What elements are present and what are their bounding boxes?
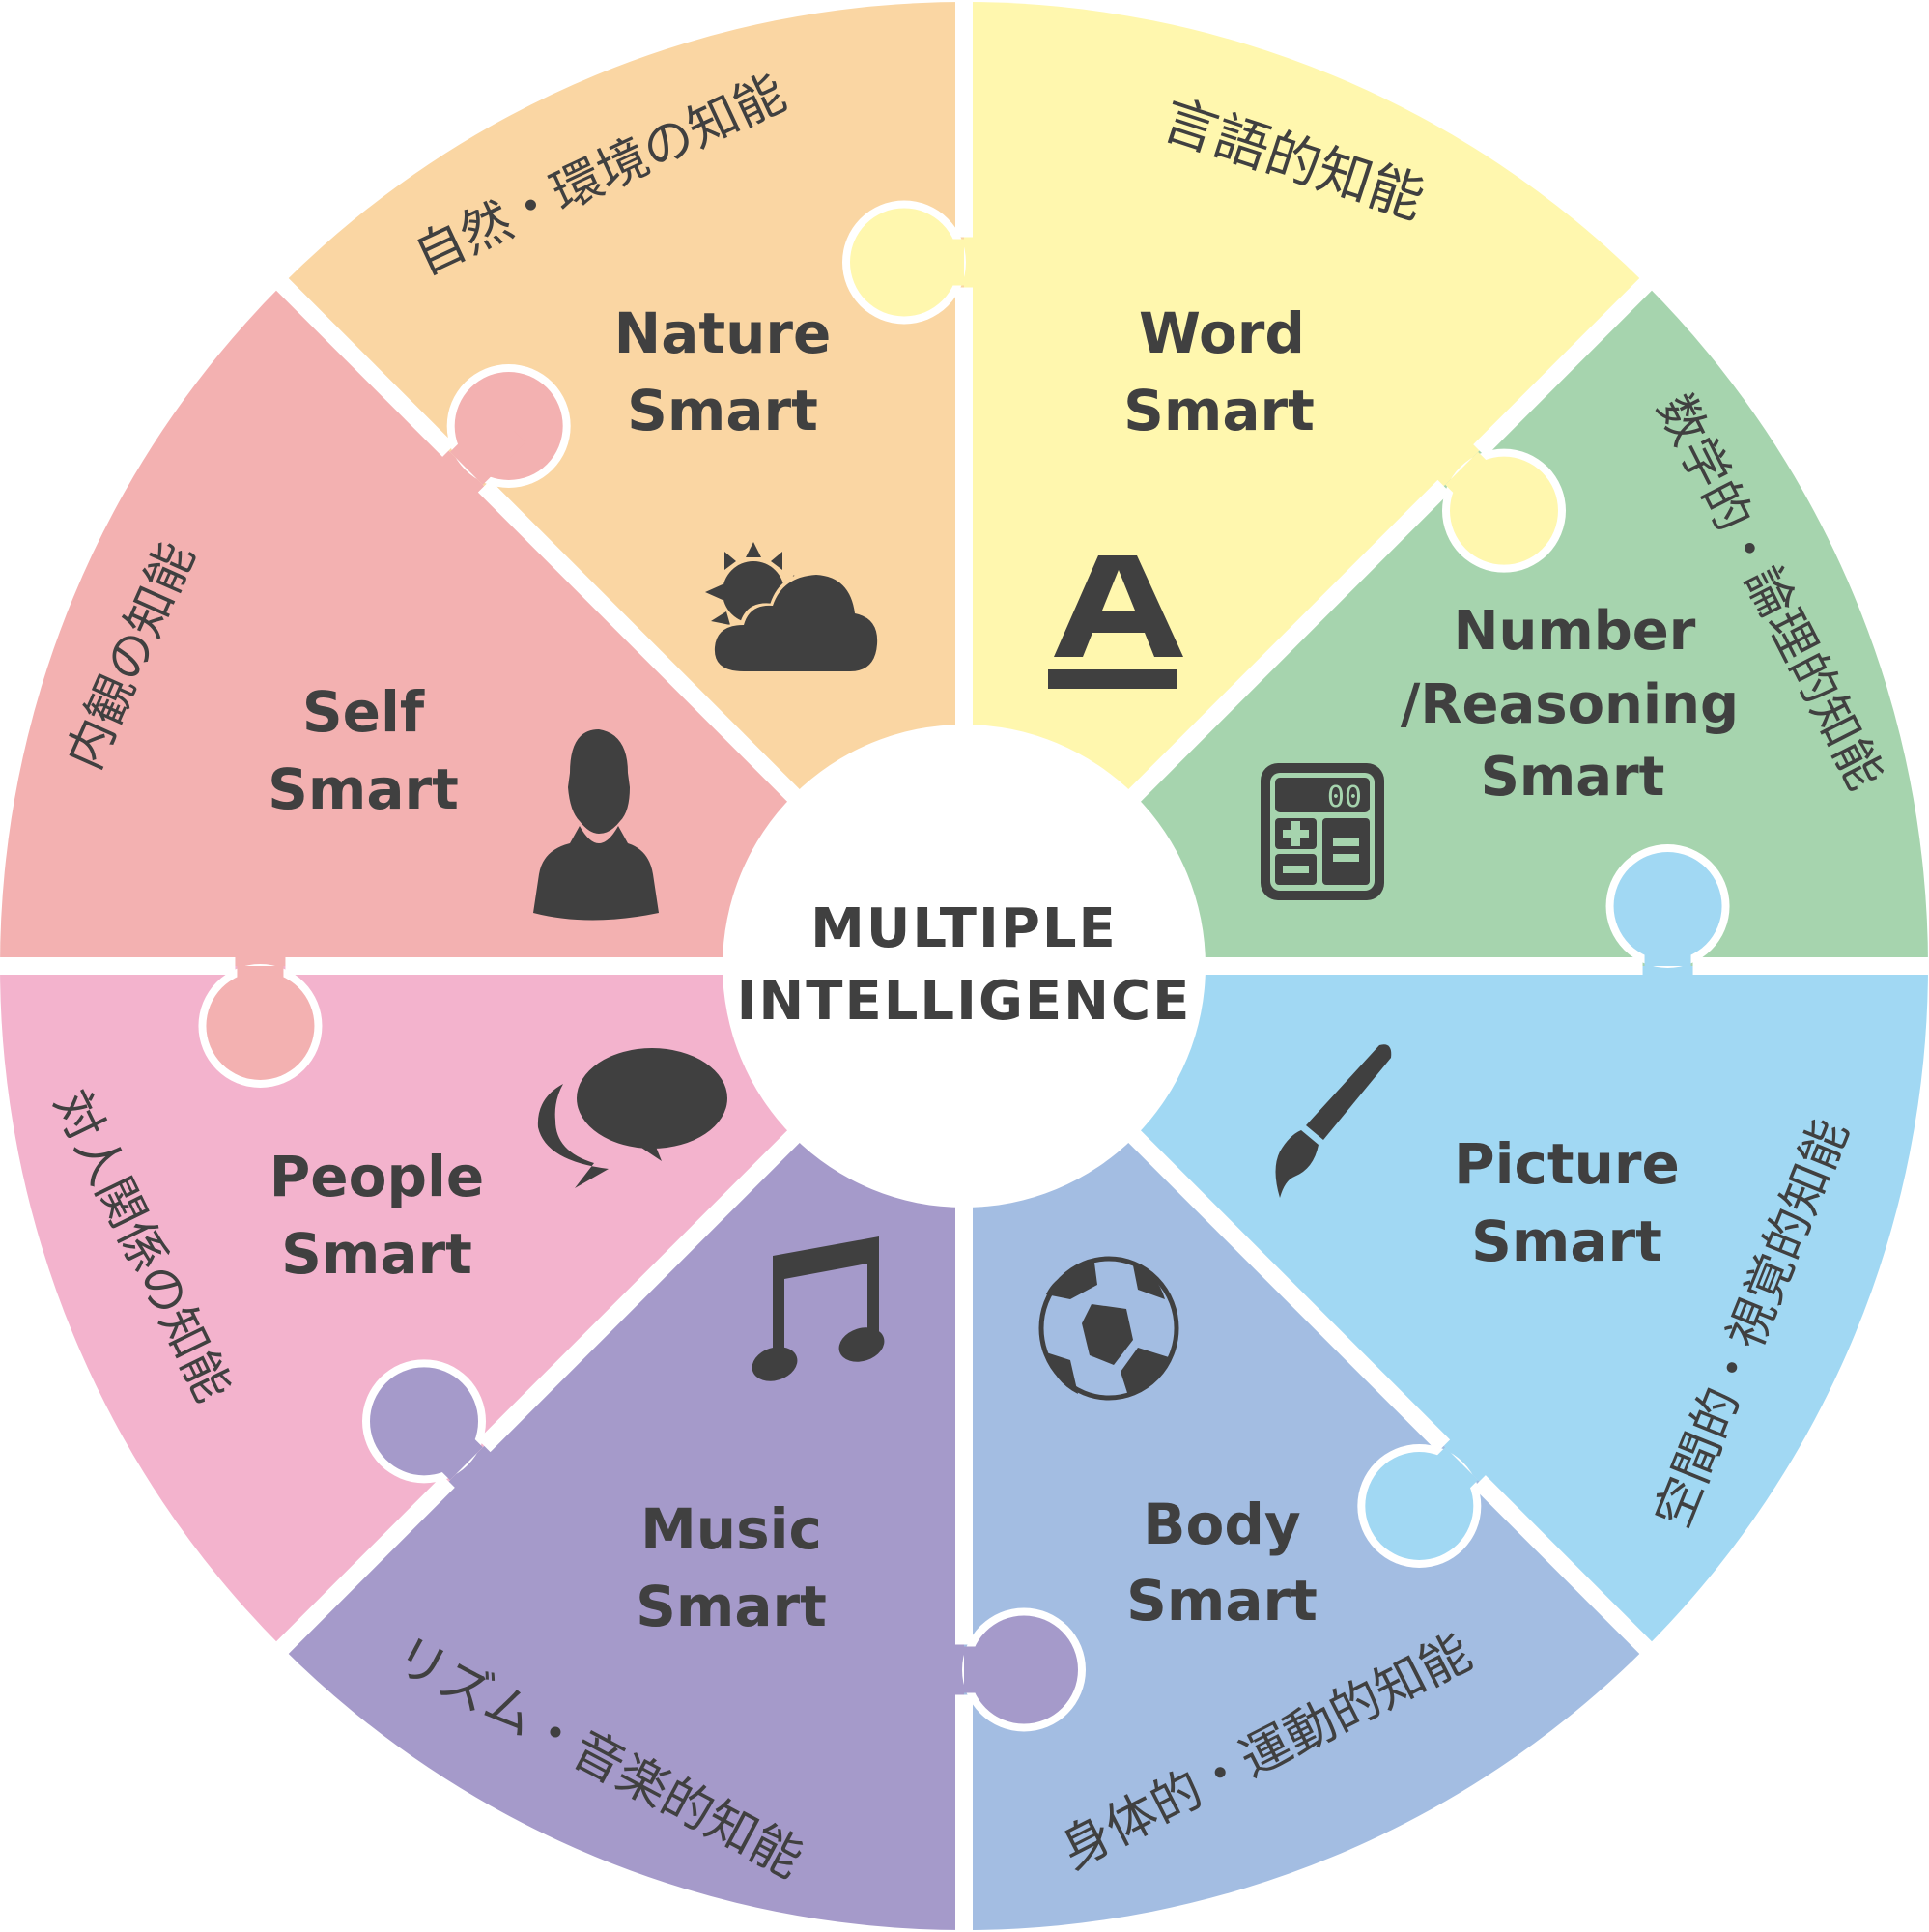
segment-body[interactable]: Body Smart bbox=[1126, 1492, 1318, 1634]
segment-wedge-self bbox=[0, 284, 964, 966]
number-title-line2: /Reasoning bbox=[1401, 673, 1739, 736]
segment-self[interactable]: Self Smart bbox=[268, 679, 459, 822]
segment-divider bbox=[273, 275, 455, 457]
segment-wedge-nature bbox=[282, 2, 964, 966]
music-title-line2: Smart bbox=[636, 1574, 827, 1639]
segment-divider bbox=[1473, 1475, 1655, 1657]
puzzle-tab-neck bbox=[1445, 451, 1520, 527]
speech-bubbles-icon bbox=[537, 1048, 727, 1188]
segment-picture[interactable]: Picture Smart bbox=[1454, 1131, 1680, 1274]
self-title-line1: Self bbox=[302, 679, 425, 745]
nature-title-line2: Smart bbox=[627, 378, 818, 443]
puzzle-tab-neck bbox=[408, 1405, 483, 1481]
body-title-line2: Smart bbox=[1126, 1568, 1318, 1634]
segment-word[interactable]: Word Smart bbox=[1123, 300, 1315, 443]
word-title-line2: Smart bbox=[1123, 378, 1315, 443]
center-hub bbox=[723, 724, 1206, 1208]
segment-people[interactable]: People Smart bbox=[269, 1144, 484, 1287]
puzzle-tab-neck bbox=[449, 410, 525, 485]
music-note-icon bbox=[752, 1236, 885, 1381]
sun-cloud-icon bbox=[705, 542, 881, 672]
puzzle-tabs-layer bbox=[198, 200, 1730, 1732]
puzzle-tab-neck bbox=[1403, 1447, 1479, 1522]
self-title-line2: Smart bbox=[268, 756, 459, 822]
segment-divider bbox=[1473, 275, 1655, 457]
segment-wedge-number bbox=[964, 284, 1928, 966]
segment-number[interactable]: Number /Reasoning Smart bbox=[1401, 600, 1739, 809]
number-title-line3: Smart bbox=[1481, 746, 1665, 809]
center-title-line2: INTELLIGENCE bbox=[737, 970, 1192, 1033]
person-icon bbox=[533, 729, 659, 921]
segment-music[interactable]: Music Smart bbox=[636, 1496, 827, 1639]
picture-title-line1: Picture bbox=[1454, 1131, 1680, 1197]
soccer-ball-icon bbox=[1038, 1256, 1179, 1401]
segment-wedge-word bbox=[964, 2, 1646, 966]
people-title-line2: Smart bbox=[281, 1221, 472, 1287]
music-title-line1: Music bbox=[640, 1496, 822, 1562]
segment-wedge-body bbox=[964, 966, 1646, 1930]
segment-wedge-music bbox=[282, 966, 964, 1930]
segment-wedge-picture bbox=[964, 966, 1928, 1648]
word-title-line1: Word bbox=[1139, 300, 1305, 366]
segment-wedge-people bbox=[0, 966, 964, 1648]
segment-divider bbox=[273, 1475, 455, 1657]
number-title-line1: Number bbox=[1454, 600, 1696, 663]
people-title-line1: People bbox=[269, 1144, 484, 1209]
letter-a-icon bbox=[1048, 555, 1183, 689]
picture-title-line2: Smart bbox=[1471, 1208, 1662, 1274]
calculator-display: 00 bbox=[1327, 781, 1362, 814]
body-title-line1: Body bbox=[1143, 1492, 1300, 1557]
paintbrush-icon bbox=[1275, 1044, 1392, 1198]
nature-title-line1: Nature bbox=[614, 300, 832, 366]
segment-nature[interactable]: Nature Smart bbox=[614, 300, 832, 443]
center-title-line1: MULTIPLE bbox=[810, 897, 1118, 960]
calculator-icon: 00 bbox=[1261, 763, 1384, 900]
